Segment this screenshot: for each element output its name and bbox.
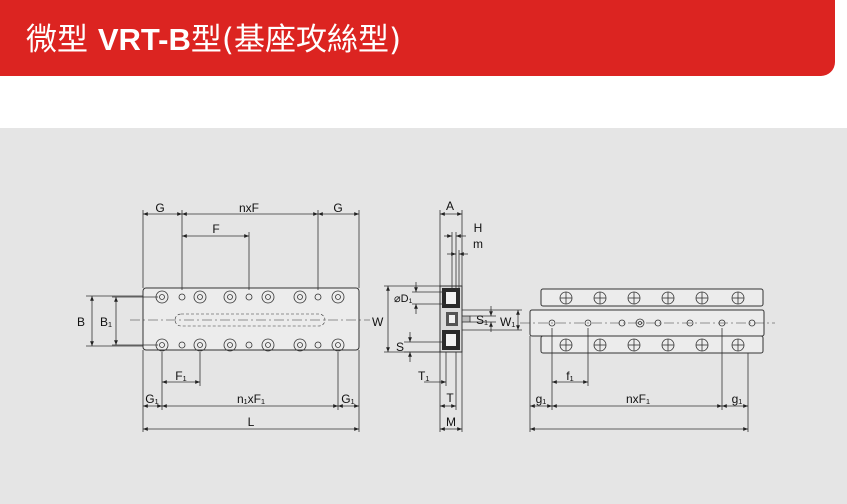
front-view-labels: G nxF G F B B₁ W F₁ G₁ n₁xF₁ G₁ L (77, 201, 384, 429)
label-s1: S₁ (476, 313, 488, 327)
label-b1: B₁ (100, 315, 112, 329)
label-n1xf1: n₁xF₁ (237, 392, 265, 406)
label-g1-right: G₁ (341, 392, 354, 406)
label-g-left: G (155, 201, 164, 215)
label-b: B (77, 315, 85, 329)
side-view-labels: A H m ⌀D₁ S₁ W₁ S T₁ T M (394, 199, 515, 429)
label-f1-small: f₁ (566, 369, 573, 383)
label-m: M (446, 415, 456, 429)
label-w: W (372, 315, 384, 329)
label-d1: ⌀D₁ (394, 293, 413, 305)
label-w1: W₁ (500, 315, 515, 329)
top-view (520, 288, 775, 432)
label-nxf: nxF (239, 201, 259, 215)
title-banner: 微型 VRT-B型(基座攻絲型) (0, 0, 835, 76)
label-f1: F₁ (175, 369, 186, 383)
side-view (384, 210, 522, 432)
label-t1: T₁ (418, 369, 429, 383)
page-title: 微型 VRT-B型(基座攻絲型) (26, 22, 402, 58)
label-g-right: G (333, 201, 342, 215)
label-m-small: m (473, 237, 483, 251)
label-g1-small-right: g₁ (732, 392, 743, 406)
front-view (86, 210, 370, 432)
top-view-labels: g₁ nxF₁ g₁ f₁ (536, 369, 743, 406)
label-t: T (446, 391, 454, 405)
label-h: H (474, 221, 483, 235)
label-g1-left: G₁ (145, 392, 158, 406)
label-g1-small-left: g₁ (536, 392, 547, 406)
label-l: L (248, 415, 255, 429)
label-nxf1: nxF₁ (626, 392, 650, 406)
label-s: S (396, 340, 404, 354)
label-a: A (446, 199, 454, 213)
label-f: F (212, 222, 219, 236)
